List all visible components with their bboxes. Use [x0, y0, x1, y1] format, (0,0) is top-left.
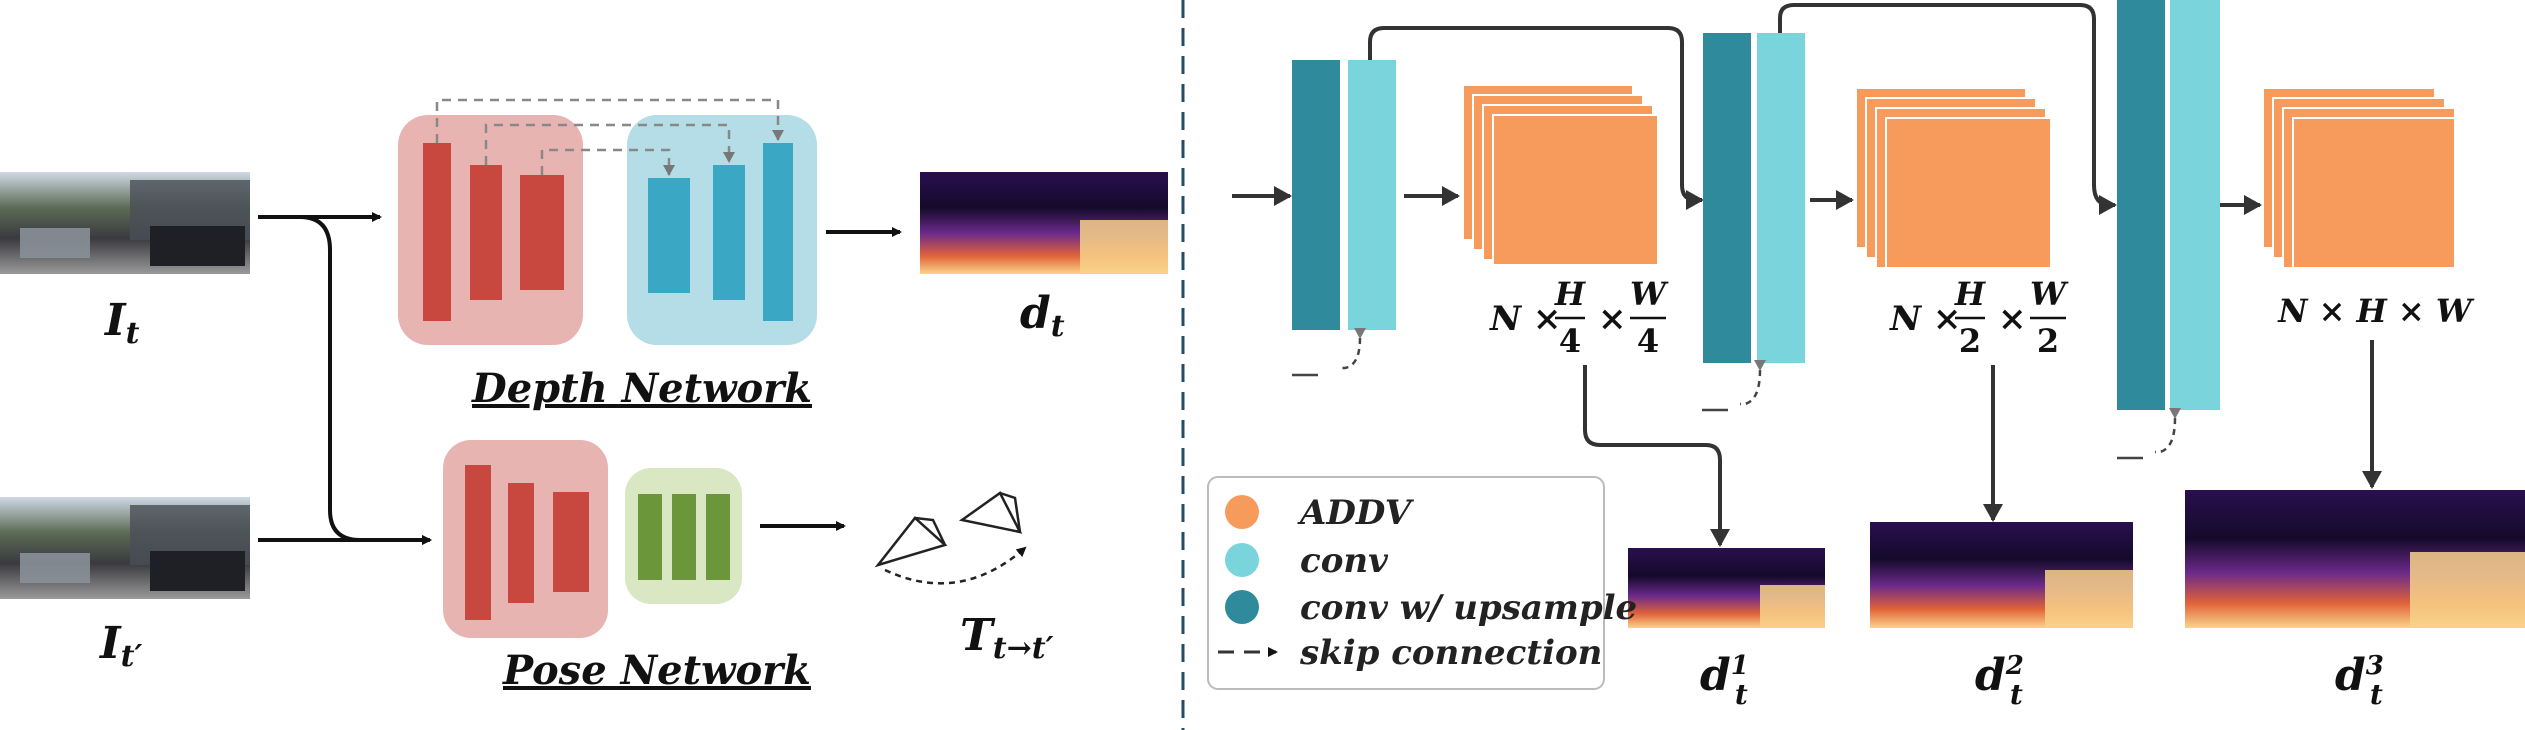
svg-text:W: W [2030, 275, 2069, 313]
depth-output-3 [2185, 490, 2525, 628]
svg-text:×: × [1998, 299, 2027, 339]
conv-upsample-block [1703, 33, 1751, 363]
legend-addv-label: ADDV [1297, 493, 1415, 533]
svg-text:N ×: N × [1489, 299, 1561, 339]
svg-text:W: W [1630, 275, 1669, 313]
svg-text:2: 2 [2037, 322, 2059, 360]
legend-conv-upsample-label: conv w/ upsample [1300, 588, 1637, 628]
conv-upsample-block [2117, 0, 2165, 410]
addv-stack-3 [2262, 87, 2456, 269]
skip-stage1-to-stage2 [1368, 26, 1704, 210]
input-image-itp [0, 497, 250, 599]
label-itp: It′ [98, 618, 142, 674]
scale-label-1: N × H 4 × W 4 [1489, 275, 1669, 360]
depth-decoder-block [713, 165, 745, 300]
pose-decoder-block [638, 494, 662, 580]
svg-text:×: × [1598, 299, 1627, 339]
addv-stack-1 [1462, 84, 1659, 266]
conv-block [1757, 33, 1805, 363]
conv-upsample-block [1292, 60, 1340, 330]
pose-encoder-block [508, 483, 534, 603]
legend-addv-swatch [1225, 495, 1259, 529]
stage2-skip-indicator [1740, 359, 1767, 406]
scale-label-3: N × H × W [2277, 292, 2475, 330]
svg-text:H: H [1954, 275, 1987, 313]
stage3-skip-indicator [2155, 407, 2182, 454]
label-it: It [103, 295, 140, 351]
conv-block [1348, 60, 1396, 330]
pose-network-title: Pose Network [502, 647, 811, 694]
depth-encoder-block [520, 175, 564, 290]
legend-conv-label: conv [1300, 541, 1389, 581]
depth-decoder-block [648, 178, 690, 293]
legend-box [1207, 476, 1605, 690]
svg-text:N ×: N × [1889, 299, 1961, 339]
legend: ADDV conv conv w/ upsample skip connecti… [1207, 476, 1637, 690]
depth-network-title: Depth Network [471, 365, 812, 412]
label-dt: dt [1020, 288, 1065, 344]
svg-text:4: 4 [1559, 322, 1581, 360]
svg-text:H: H [1554, 275, 1587, 313]
arrow-to-output-1 [1583, 365, 1730, 547]
depth-encoder-block [470, 165, 502, 300]
legend-conv-swatch [1225, 543, 1259, 577]
depth-output-2 [1870, 522, 2133, 628]
conv-block [2170, 0, 2220, 410]
pose-encoder-block [465, 465, 491, 620]
label-T: Tt→t′ [960, 610, 1054, 666]
legend-skip-label: skip connection [1299, 633, 1602, 673]
scale-label-2: N × H 2 × W 2 [1889, 275, 2069, 360]
svg-text:4: 4 [1637, 322, 1659, 360]
depth-skip-connections [435, 98, 784, 176]
addv-stack-2 [1855, 87, 2052, 269]
legend-conv-upsample-swatch [1225, 590, 1259, 624]
stage1-skip-indicator [1340, 327, 1367, 370]
depth-output-1 [1628, 548, 1825, 628]
pose-decoder-block [706, 494, 730, 580]
pose-encoder-block [553, 492, 589, 592]
skip-stage2-to-stage3 [1778, 3, 2117, 215]
depth-decoder-block [763, 143, 793, 321]
svg-text:2: 2 [1959, 322, 1981, 360]
depth-encoder-block [423, 143, 451, 321]
pose-decoder-block [672, 494, 696, 580]
depth-map-dt [920, 172, 1168, 274]
camera-pose-icon [874, 491, 1027, 585]
input-image-it [0, 172, 250, 274]
